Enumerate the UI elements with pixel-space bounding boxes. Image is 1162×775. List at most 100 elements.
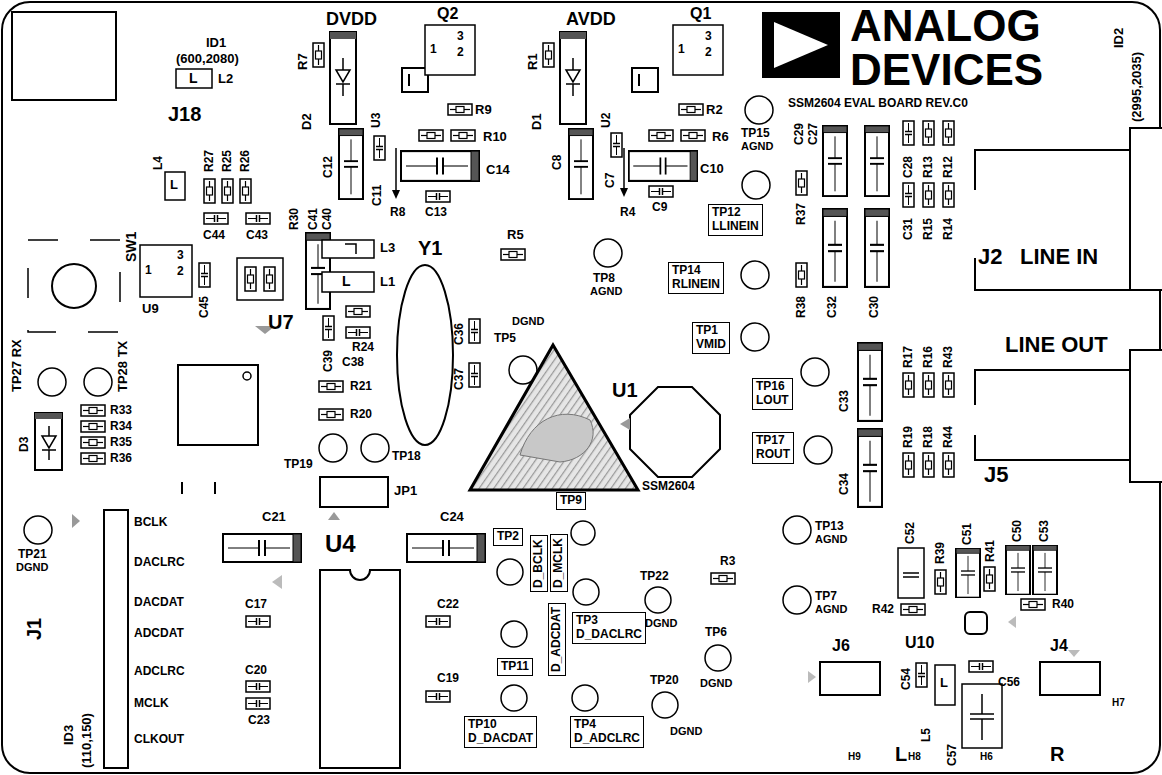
silk-label: Y1 [418, 238, 442, 258]
test-point [571, 521, 595, 545]
silk-label: SSM2604 [642, 480, 695, 492]
silk-label: J5 [984, 464, 1008, 486]
silk-label: DGND [670, 726, 702, 737]
pin-one-dot [243, 372, 251, 380]
silk-label: C57 [946, 744, 958, 766]
silk-label: C43 [246, 229, 268, 241]
test-point [38, 368, 66, 396]
capacitor-symbol [903, 183, 914, 207]
test-point [741, 261, 769, 289]
pin-marker [808, 671, 816, 683]
silk-label: R34 [110, 420, 132, 432]
silk-label: C31 [902, 218, 914, 240]
ic-outline [140, 245, 192, 297]
capacitor-symbol [858, 343, 882, 421]
silk-label: C51 [961, 523, 973, 545]
resistor-symbol [448, 104, 472, 115]
transistor-outline [673, 25, 723, 75]
crystal-outline [397, 265, 453, 445]
test-point [361, 434, 389, 462]
capacitor-symbol [629, 151, 697, 181]
resistor-symbol [1021, 599, 1045, 610]
silk-label: C17 [245, 598, 267, 610]
resistor-symbol [935, 570, 946, 594]
capacitor-symbol [858, 429, 882, 507]
silk-label: (110,150) [80, 713, 93, 768]
test-point-tag: D_BCLK [530, 535, 548, 592]
silk-label: SW1 [124, 232, 138, 262]
inductor-outline [322, 240, 374, 258]
silk-label: H7 [1112, 698, 1125, 708]
silk-label: H9 [848, 752, 861, 762]
tag-text: D_ADCLRC [574, 732, 640, 746]
silk-label: R7 [296, 53, 309, 70]
capacitor-symbol [865, 209, 889, 287]
test-point-tag: TP2 [493, 528, 523, 546]
pin-marker [272, 575, 282, 589]
silk-label: R16 [922, 346, 934, 368]
silk-label: J1 [24, 618, 44, 640]
silk-label: C40 [321, 208, 333, 230]
silk-label: C14 [486, 163, 510, 176]
silk-label: C44 [203, 229, 225, 241]
silk-label: C52 [904, 522, 916, 544]
resistor-symbol [346, 306, 370, 317]
silk-label: R1 [526, 53, 539, 70]
ic-outline [630, 387, 720, 477]
jack-outline [975, 370, 1130, 460]
resistor-symbol [419, 130, 443, 141]
silk-label: J18 [168, 104, 201, 124]
silk-label: R12 [942, 156, 954, 178]
jack-tab [1130, 350, 1162, 482]
silk-label: C20 [245, 664, 267, 676]
silk-label: TP18 [392, 450, 421, 462]
tag-text: TP1 [696, 324, 726, 338]
capacitor-symbol [1006, 546, 1030, 595]
silk-label: D1 [530, 113, 543, 130]
silk-label: R4 [620, 206, 635, 218]
test-point [319, 434, 347, 462]
test-point [24, 516, 52, 544]
capacitor-symbol [969, 661, 993, 672]
resistor-symbol [543, 43, 554, 67]
resistor-symbol [81, 405, 105, 416]
resistor-symbol [204, 179, 215, 203]
capacitor-symbol [401, 151, 479, 181]
test-point [497, 559, 523, 585]
test-point [572, 685, 598, 711]
led-symbol [42, 426, 56, 460]
test-point [645, 587, 671, 613]
silk-label: R15 [922, 218, 934, 240]
resistor-symbol [923, 121, 934, 145]
resistor-symbol [222, 179, 233, 203]
logo-mark [762, 12, 840, 78]
resistor-symbol [81, 421, 105, 432]
silk-label: C54 [900, 668, 912, 690]
silk-label: BCLK [134, 516, 167, 528]
silk-label: R24 [352, 341, 374, 353]
silk-label: U4 [325, 532, 356, 556]
capacitor-symbol [469, 363, 480, 387]
silk-label: 1 [145, 264, 152, 276]
capacitor-symbol [649, 186, 673, 197]
silk-label: AGND [590, 286, 622, 297]
resistor-symbol [796, 263, 807, 287]
dip-ic-outline [320, 570, 400, 768]
silk-label: H8 [908, 752, 921, 762]
silk-label: AGND [815, 534, 847, 545]
silk-label: SSM2604 EVAL BOARD REV.C0 [788, 97, 968, 109]
silk-label: R35 [110, 436, 132, 448]
silk-label: R42 [872, 603, 894, 615]
silk-label: DGND [16, 562, 48, 573]
resistor-symbol [501, 249, 525, 260]
silk-label: ADCDAT [134, 627, 184, 639]
tag-text: TP11 [501, 660, 529, 674]
jack-tab [1130, 128, 1162, 290]
pin-marker [328, 512, 340, 520]
silk-label: C50 [1011, 520, 1023, 542]
header-outline [820, 662, 880, 695]
resistor-symbol [81, 453, 105, 464]
test-point [594, 239, 622, 267]
tag-text: TP16 [756, 380, 789, 394]
